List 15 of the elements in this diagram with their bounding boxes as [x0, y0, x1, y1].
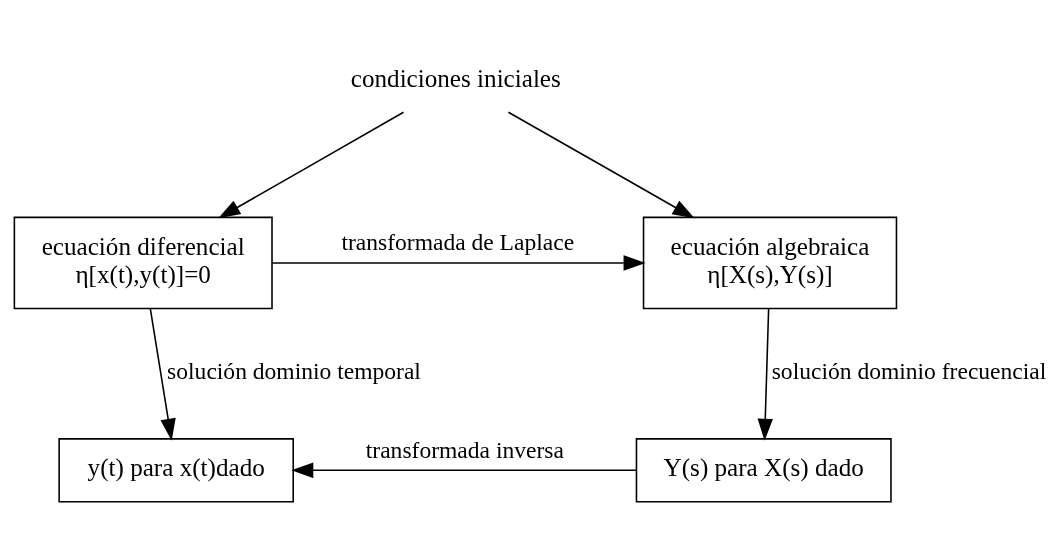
node-box: ecuación algebraica η[X(s),Y(s)]	[642, 216, 898, 310]
edge-label: transformada de Laplace	[341, 229, 575, 256]
node-text: condiciones iniciales	[350, 64, 561, 92]
arrow	[757, 308, 773, 441]
arrow	[271, 255, 646, 271]
arrow	[218, 111, 405, 219]
edge-label: solución dominio temporal	[167, 358, 421, 385]
node-box: y(t) para x(t)dado	[58, 438, 294, 503]
node-box: ecuación diferencial η[x(t),y(t)]=0	[13, 216, 273, 310]
arrow	[291, 462, 638, 478]
edge-label: solución dominio frecuencial	[771, 358, 1047, 385]
edge-label: transformada inversa	[365, 436, 564, 463]
arrow	[507, 111, 695, 219]
arrow	[149, 308, 176, 441]
node-box: Y(s) para X(s) dado	[635, 438, 892, 503]
